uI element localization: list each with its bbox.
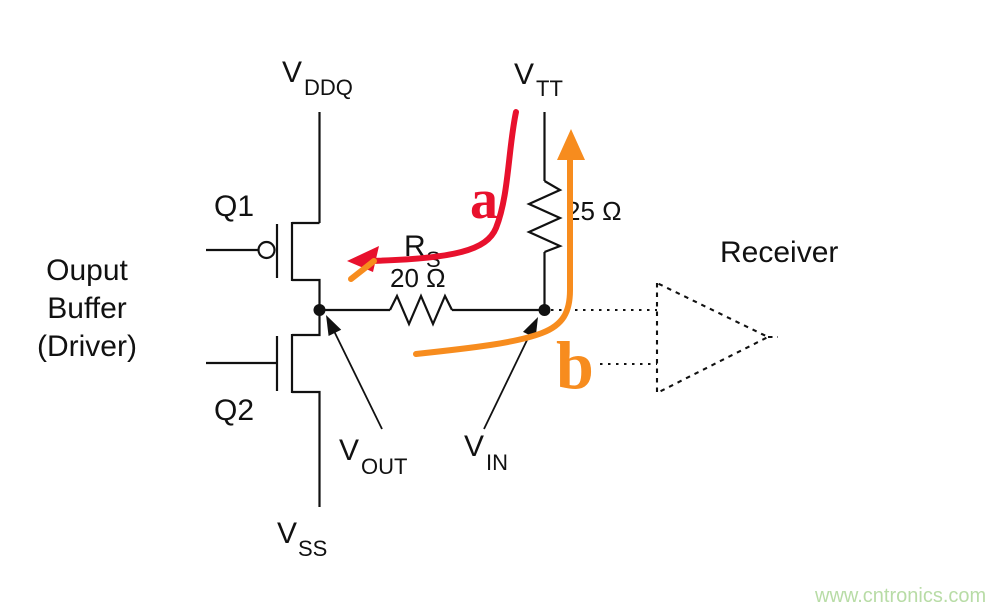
q2-label: Q2 [214,394,254,427]
vtt-label: V [514,58,534,91]
driver-circuit [206,112,326,507]
vout-pointer-arrowhead-icon [326,315,342,336]
termination-resistor-zigzag-icon [526,180,563,254]
vin-pointer-line [483,335,530,430]
q2-drain-wire [292,310,321,337]
receiver-triangle-icon [655,281,771,395]
vss-label: V [277,517,297,550]
driver-label-line1: Ouput [46,254,128,287]
vss-subscript: SS [298,536,327,561]
vin-label: V [464,430,484,463]
vin-node-dot [538,304,551,316]
current-path-a-curve [365,109,519,264]
q2-nmos-symbol [206,310,321,507]
vtt-subscript: TT [536,76,563,101]
vddq-label: V [282,56,302,89]
driver-label-line3: (Driver) [37,330,137,363]
termination-branch [526,112,563,316]
q1-label: Q1 [214,190,254,223]
series-resistor-rs [319,293,545,327]
vout-subscript: OUT [361,454,407,479]
vddq-subscript: DDQ [304,75,353,100]
vout-pointer-line [333,330,383,430]
rs-value-label: 20 Ω [390,263,446,293]
rs-resistor-zigzag-icon [389,293,453,327]
q2-source-wire [292,390,321,507]
q1-pmos-symbol [206,221,321,310]
receiver-label: Receiver [720,236,838,269]
q1-source-wire [292,278,321,310]
current-path-b: b [348,129,594,403]
labels: V DDQ V TT V SS Q1 Q2 Ouput Buffer (Driv… [37,56,838,561]
node-pointer-arrows [326,315,538,430]
current-path-b-curve [413,157,573,357]
current-path-b-tail-segment [348,258,377,282]
rs-label: R [404,230,426,263]
current-path-a-letter: a [470,169,498,231]
q1-inversion-bubble-icon [257,240,276,260]
current-path-b-letter: b [556,327,594,403]
vin-subscript: IN [486,450,508,475]
current-path-b-arrowhead-icon [557,129,585,160]
termination-value-label: 25 Ω [566,196,622,226]
watermark-text: www.cntronics.com [814,585,986,607]
driver-label-line2: Buffer [47,292,127,325]
vout-label: V [339,434,359,467]
